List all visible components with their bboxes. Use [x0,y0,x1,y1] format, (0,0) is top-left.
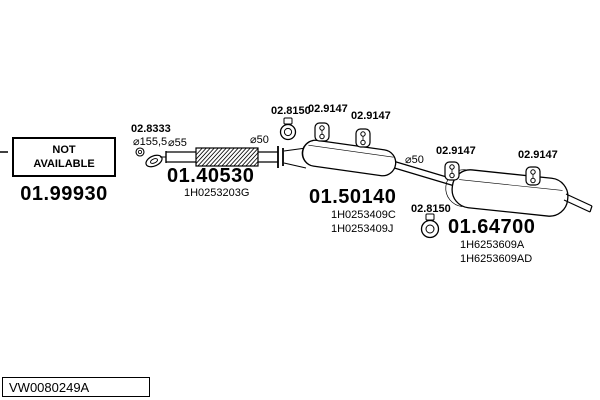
hanger-icon-d [525,166,541,186]
part-number-64700: 01.64700 [448,216,536,238]
mid-muffler-outlet-diameter-label: ⌀50 [405,154,424,166]
mid-muffler-drawing [283,139,461,188]
rear-muffler-oe-code-2: 1H6253609AD [460,253,533,265]
mid-muffler-oe-code-1: 1H0253409C [331,209,396,221]
part-number-40530: 01.40530 [167,165,255,187]
hanger-label-d: 02.9147 [518,149,558,161]
hanger-icon-a [314,122,330,142]
coupling-label: 02.8333 [131,123,171,135]
front-pipe-inlet-diameter-label: ⌀55 [168,137,187,149]
front-pipe-oe-code: 1H0253203G [184,187,250,199]
coupling-diameter-label: ⌀155,5 [133,136,168,148]
clamp-label-a: 02.8150 [271,105,311,117]
hanger-label-c: 02.9147 [436,145,476,157]
part-number-99930: 01.99930 [20,183,108,205]
flex-coupling-drawing [135,147,163,168]
hanger-label-a: 02.9147 [308,103,348,115]
clamp-label-b: 02.8150 [411,203,451,215]
clamp-icon-b [420,213,440,239]
resonator-hatch [196,148,258,166]
drawing-code: VW0080249A [9,379,90,395]
hanger-icon-c [444,161,460,181]
part-number-50140: 01.50140 [309,186,397,208]
rear-muffler-oe-code-1: 1H6253609A [460,239,525,251]
not-available-line2: AVAILABLE [33,158,95,170]
clamp-icon-a [279,117,297,141]
mid-muffler-oe-code-2: 1H0253409J [331,223,394,235]
not-available-line1: NOT [52,144,76,156]
tailpipe [565,193,593,207]
rear-muffler-drawing [445,169,593,217]
not-available-box: NOT AVAILABLE [12,137,116,177]
hanger-label-b: 02.9147 [351,110,391,122]
front-pipe-outlet-diameter-label: ⌀50 [250,134,269,146]
drawing-code-box: VW0080249A [2,377,150,397]
front-pipe-drawing [160,146,284,168]
hanger-icon-b [355,128,371,148]
